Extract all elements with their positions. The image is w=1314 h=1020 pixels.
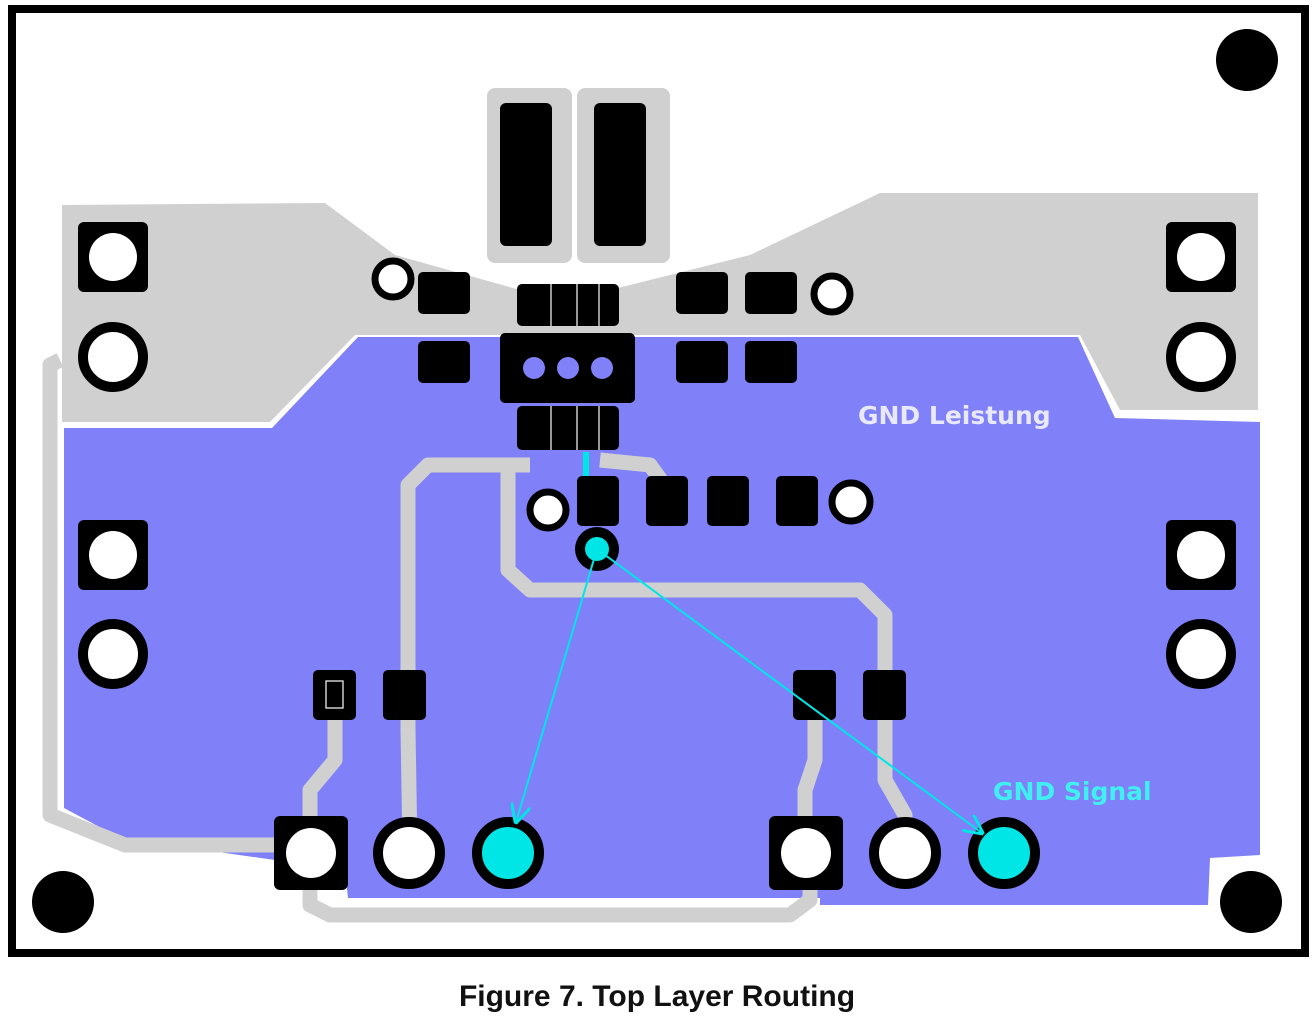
figure-caption: Figure 7. Top Layer Routing [458, 980, 856, 1013]
pcb-board: GND Leistung GND Signal [8, 5, 1309, 957]
mounting-holes [32, 29, 1282, 933]
gnd-signal-label: GND Signal [993, 777, 1152, 806]
gnd-power-label: GND Leistung [858, 401, 1051, 430]
bottom-connector-pads [274, 816, 1040, 890]
center-vias [523, 357, 613, 379]
smd-pads [313, 103, 906, 720]
small-vias [371, 257, 874, 532]
pad-separators [325, 284, 600, 709]
gnd-power-pour [64, 337, 1260, 905]
gnd-signal-arrows [516, 548, 982, 833]
connector-pads [78, 222, 1236, 689]
